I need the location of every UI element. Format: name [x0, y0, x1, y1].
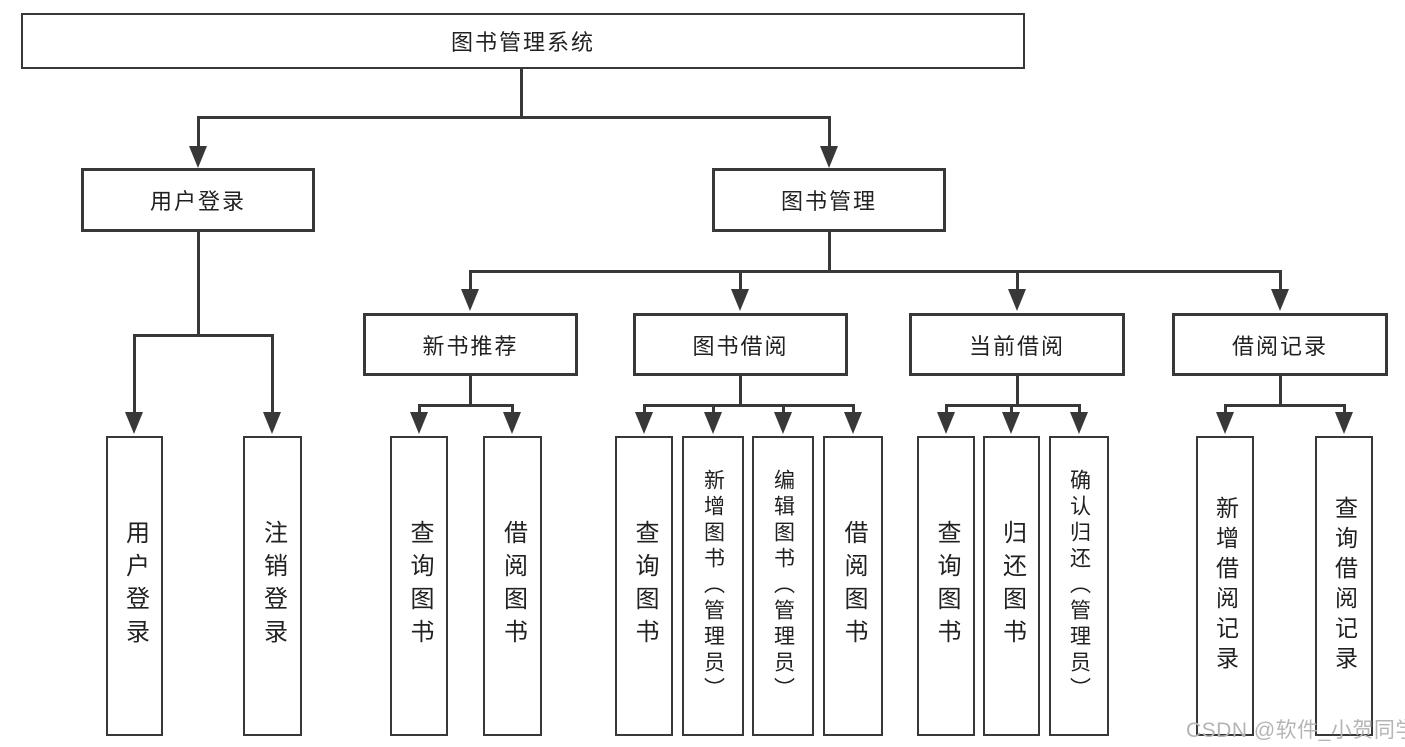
csdn-watermark: CSDN @软件_小贺同学	[1186, 719, 1405, 742]
node-book-borrow: 图书借阅	[633, 313, 848, 376]
connector-line	[197, 116, 200, 148]
node-current-borrow: 当前借阅	[909, 313, 1125, 376]
node-root: 图书管理系统	[21, 13, 1025, 69]
arrowhead-down-icon	[1216, 412, 1234, 434]
leaf-edit-books-admin: 编辑图书（管理员）	[752, 436, 814, 736]
connector-line	[1078, 404, 1081, 416]
connector-line	[1224, 404, 1346, 407]
node-label: 查询图书	[631, 520, 658, 652]
node-label: 查询借阅记录	[1331, 496, 1358, 676]
node-label: 用户登录	[121, 520, 149, 652]
connector-line	[197, 116, 831, 119]
connector-line	[1016, 376, 1019, 406]
node-label: 新书推荐	[422, 333, 519, 359]
leaf-return-books: 归还图书	[983, 436, 1040, 736]
node-label: 图书借阅	[692, 333, 789, 359]
node-label: 当前借阅	[968, 333, 1065, 359]
connector-line	[828, 232, 831, 272]
node-label: 借阅图书	[499, 520, 527, 652]
leaf-borrow-books-recommend: 借阅图书	[483, 436, 542, 736]
connector-line	[197, 232, 200, 336]
connector-line	[418, 404, 514, 407]
leaf-query-borrow-record: 查询借阅记录	[1315, 436, 1373, 736]
arrowhead-down-icon	[125, 412, 143, 434]
node-label: 查询图书	[406, 520, 433, 652]
connector-line	[828, 116, 831, 148]
arrowhead-down-icon	[461, 289, 479, 311]
node-label: 新增图书（管理员）	[701, 469, 725, 703]
connector-line	[133, 334, 136, 414]
connector-line	[418, 404, 421, 416]
arrowhead-down-icon	[410, 412, 428, 434]
connector-line	[511, 404, 514, 416]
arrowhead-down-icon	[774, 412, 792, 434]
leaf-query-books-current: 查询图书	[917, 436, 975, 736]
node-label: 借阅图书	[840, 520, 867, 652]
node-borrow-records: 借阅记录	[1172, 313, 1388, 376]
connector-line	[469, 376, 472, 406]
node-label: 图书管理	[780, 189, 877, 214]
connector-line	[782, 404, 785, 416]
connector-line	[469, 270, 1282, 273]
arrowhead-down-icon	[1335, 412, 1353, 434]
node-label: 用户登录	[149, 189, 246, 214]
connector-line	[1016, 270, 1019, 290]
leaf-confirm-return-admin: 确认归还（管理员）	[1049, 436, 1109, 736]
arrowhead-down-icon	[820, 146, 838, 168]
connector-line	[133, 334, 274, 337]
connector-line	[945, 404, 1081, 407]
node-label: 编辑图书（管理员）	[771, 469, 795, 703]
connector-line	[469, 270, 472, 290]
node-label: 归还图书	[998, 520, 1026, 652]
node-book-management: 图书管理	[712, 168, 946, 232]
connector-line	[271, 334, 274, 414]
node-new-book-recommend: 新书推荐	[363, 313, 578, 376]
node-label: 新增借阅记录	[1212, 496, 1239, 676]
arrowhead-down-icon	[844, 412, 862, 434]
connector-line	[520, 69, 523, 118]
arrowhead-down-icon	[1008, 289, 1026, 311]
connector-line	[852, 404, 855, 416]
connector-line	[643, 404, 646, 416]
arrowhead-down-icon	[1070, 412, 1088, 434]
arrowhead-down-icon	[704, 412, 722, 434]
arrowhead-down-icon	[731, 289, 749, 311]
arrowhead-down-icon	[263, 412, 281, 434]
connector-line	[739, 270, 742, 290]
arrowhead-down-icon	[1002, 412, 1020, 434]
node-label: 注销登录	[259, 520, 287, 652]
node-label: 确认归还（管理员）	[1067, 469, 1091, 703]
leaf-user-login: 用户登录	[106, 436, 163, 736]
leaf-query-books-borrow: 查询图书	[615, 436, 673, 736]
arrowhead-down-icon	[189, 146, 207, 168]
connector-line	[1010, 404, 1013, 416]
node-label: 图书管理系统	[450, 30, 595, 55]
connector-line	[739, 376, 742, 406]
leaf-add-borrow-record: 新增借阅记录	[1196, 436, 1254, 736]
connector-line	[945, 404, 948, 416]
connector-line	[1279, 376, 1282, 406]
connector-line	[1343, 404, 1346, 416]
arrowhead-down-icon	[503, 412, 521, 434]
leaf-borrow-books: 借阅图书	[823, 436, 883, 736]
node-user-login: 用户登录	[81, 168, 315, 232]
leaf-add-books-admin: 新增图书（管理员）	[682, 436, 744, 736]
connector-line	[1224, 404, 1227, 416]
arrowhead-down-icon	[635, 412, 653, 434]
arrowhead-down-icon	[1271, 289, 1289, 311]
node-label: 查询图书	[933, 520, 960, 652]
connector-line	[712, 404, 715, 416]
arrowhead-down-icon	[937, 412, 955, 434]
node-label: 借阅记录	[1231, 333, 1328, 359]
connector-line	[1279, 270, 1282, 290]
connector-line	[643, 404, 855, 407]
leaf-logout: 注销登录	[243, 436, 302, 736]
leaf-query-books-recommend: 查询图书	[390, 436, 448, 736]
